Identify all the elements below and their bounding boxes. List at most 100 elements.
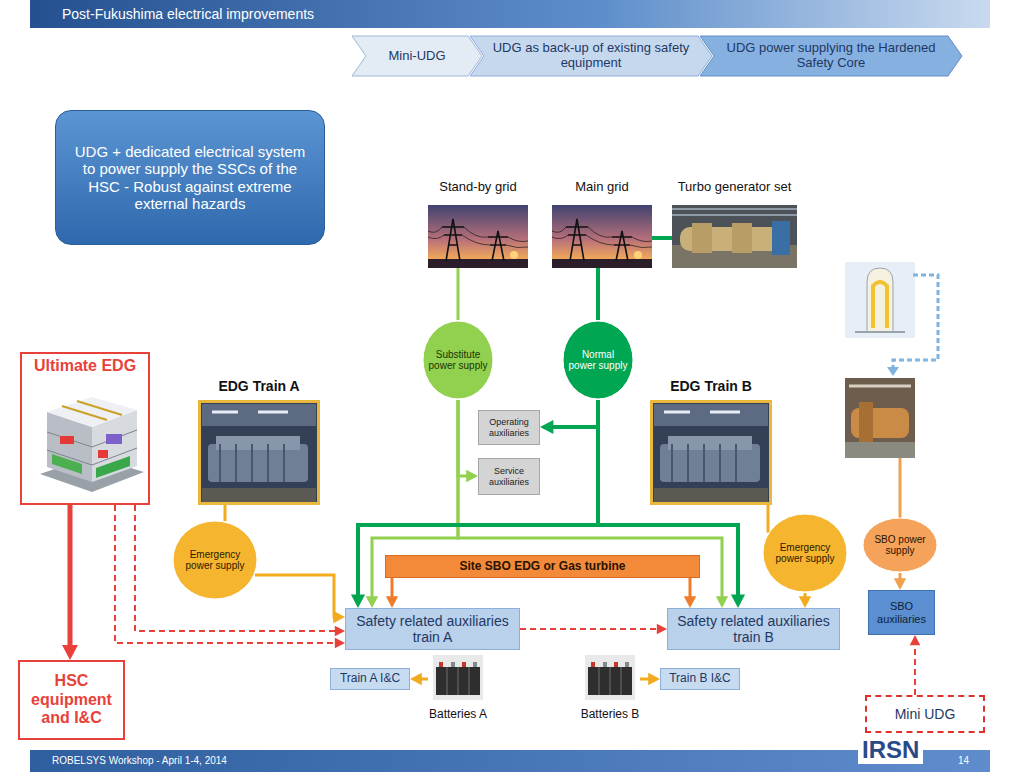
node-text: Service auxiliaries [481, 466, 537, 487]
summary-box: UDG + dedicated electrical system to pow… [55, 110, 325, 245]
connector-line [914, 643, 916, 695]
turbine-picture: Turbo generator set [672, 180, 797, 268]
connector-line [135, 505, 337, 631]
connector-line [457, 268, 460, 320]
connector-line [391, 578, 394, 599]
node-text: SBO power supply [869, 534, 931, 557]
reactor-image [845, 262, 915, 338]
footer-bar [30, 750, 990, 772]
building-image-part [106, 434, 122, 444]
connector [115, 505, 345, 648]
connector-line [652, 236, 672, 240]
supply-ellipse: Emergency power supply [172, 520, 258, 600]
node-text: Ultimate EDG [34, 357, 136, 375]
diesel-image [200, 402, 319, 504]
diesel-image [652, 402, 771, 504]
connector [225, 505, 226, 521]
arrowhead [466, 470, 478, 482]
safety-train-box: Safety related auxiliaries train B [667, 608, 840, 650]
stage-chevron-shape [352, 36, 482, 76]
connector-line [115, 505, 337, 643]
battery-image [585, 655, 635, 700]
connector [520, 624, 667, 635]
connector [135, 505, 345, 636]
node-text: UDG power supplying the Hardened Safety … [717, 41, 945, 71]
node-text: Batteries A [429, 708, 487, 722]
connector [684, 578, 696, 608]
reactor-image-part [845, 262, 915, 338]
arrowhead [351, 595, 365, 608]
arrowhead [910, 635, 921, 645]
supply-ellipse: Normal power supply [562, 320, 634, 400]
node-text: Safety related auxiliaries train B [672, 613, 835, 645]
header-bar [30, 0, 990, 28]
supply-ellipse-shape [863, 518, 937, 572]
grid-picture: Main grid [552, 180, 652, 268]
steam-dashed-line [893, 275, 938, 368]
node-text: Safety related auxiliaries train A [350, 613, 515, 645]
node-text: Train B I&C [669, 672, 731, 686]
node-text: Mini-UDG [388, 49, 445, 64]
supply-ellipse-shape [763, 514, 847, 592]
node-text: HSC equipment and I&C [23, 672, 120, 727]
ultimate-edg-box: Ultimate EDG [20, 352, 150, 505]
edg-picture: EDG Train A [198, 378, 320, 505]
arrowhead [657, 624, 667, 635]
turbine-image-part [772, 221, 790, 255]
node-text: Mini UDG [895, 706, 956, 722]
sbo-aux-box: SBO auxiliaries [868, 590, 935, 635]
node-text: Operating auxiliaries [481, 417, 537, 438]
ic-box: Train A I&C [330, 668, 410, 690]
grid-picture: Stand-by grid [428, 180, 528, 268]
generator-image-part [845, 378, 915, 458]
node-text: Main grid [575, 180, 628, 195]
node-text: SBO auxiliaries [872, 600, 931, 625]
node-text: Site SBO EDG or Gas turbine [459, 560, 625, 574]
connector [652, 238, 672, 239]
connector [386, 578, 398, 608]
auxiliaries-box: Service auxiliaries [478, 458, 540, 495]
stage-chevron-shape [700, 36, 962, 76]
arrowhead [648, 673, 660, 685]
safety-train-box: Safety related auxiliaries train A [345, 608, 520, 650]
arrowhead [894, 578, 906, 590]
reactor-image-part [855, 331, 905, 333]
connector-line [689, 578, 692, 599]
sbo-bar: Site SBO EDG or Gas turbine [385, 555, 700, 578]
connector-line [551, 400, 598, 427]
stage-chevron: Mini-UDG [352, 36, 482, 76]
sbo-supply-wire [899, 458, 902, 518]
turbine-image-part [672, 205, 797, 268]
node-text: Normal power supply [568, 349, 628, 372]
connector [598, 268, 599, 320]
generator-image-part [845, 442, 915, 458]
connector-line [255, 575, 336, 617]
building-image-part [47, 397, 137, 427]
node-text: Batteries B [581, 708, 640, 722]
stage-chevron: UDG as back-up of existing safety equipm… [470, 36, 712, 76]
arrowhead [716, 596, 728, 608]
building-image-part [96, 456, 130, 478]
connector [62, 505, 78, 660]
building-image-part [62, 401, 122, 420]
turbine-image [672, 205, 797, 268]
generator-image-part [849, 385, 911, 388]
supply-ellipse: SBO power supply [862, 517, 938, 573]
grid-image [552, 205, 652, 268]
generator-image-part [859, 402, 873, 442]
connector [768, 505, 769, 533]
connector [640, 673, 660, 685]
arrowhead [540, 420, 553, 434]
footer-text: ROBELSYS Workshop - April 1-4, 2014 [52, 755, 227, 767]
slide-title: Post-Fukushima electrical improvements [62, 6, 314, 22]
turbine-image-part [672, 209, 797, 215]
connector-line [458, 400, 469, 476]
node-text: Substitute power supply [428, 349, 488, 372]
reactor-image-part [867, 268, 893, 332]
reactor-image-part [873, 282, 887, 328]
battery-picture: Batteries B [580, 655, 640, 722]
mini-udg-box: Mini UDG [865, 695, 985, 733]
connector-line [224, 505, 227, 521]
connector [458, 400, 478, 482]
